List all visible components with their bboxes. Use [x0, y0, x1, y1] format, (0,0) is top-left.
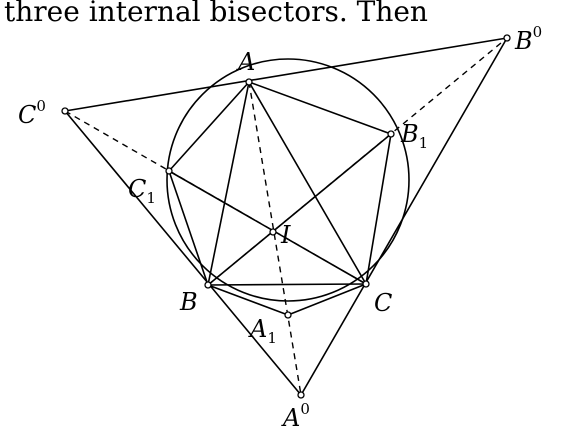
label-i: I — [280, 221, 291, 249]
label-b1: B1 — [400, 120, 428, 152]
triangle-abc — [207, 81, 367, 286]
label-b: B — [179, 288, 198, 316]
label-a: A — [236, 48, 255, 76]
hexagon — [168, 81, 392, 316]
circumcircle — [166, 58, 410, 302]
point-a0 — [297, 391, 305, 399]
seg-b-a1 — [207, 284, 289, 316]
seg-a-c1 — [168, 81, 250, 172]
seg-b1-b — [207, 133, 392, 286]
seg-c1-b — [168, 170, 209, 286]
bisector-b — [207, 37, 508, 286]
label-a0: A0 — [281, 400, 310, 432]
point-b1 — [387, 130, 395, 138]
label-c1: C1 — [128, 175, 156, 207]
point-a — [245, 78, 253, 86]
bisectors — [64, 37, 508, 396]
point-markers — [61, 34, 511, 399]
seg-c-b1 — [365, 133, 392, 285]
side-ab — [207, 81, 250, 286]
label-c: C — [374, 289, 392, 317]
point-b0 — [503, 34, 511, 42]
point-a1 — [284, 311, 292, 319]
seg-a1-c — [287, 283, 367, 316]
caption-text: three internal bisectors. Then — [4, 0, 428, 28]
side-b0-a0 — [300, 37, 508, 396]
label-b0: B0 — [514, 23, 542, 55]
excentral-triangle — [64, 37, 508, 396]
bisector-c — [64, 110, 367, 285]
seg-b1-a — [248, 81, 392, 135]
label-c0: C0 — [18, 97, 46, 129]
side-c0-b0 — [64, 37, 508, 112]
point-b — [204, 281, 212, 289]
side-bc — [207, 283, 367, 286]
point-i — [269, 228, 277, 236]
point-c — [362, 280, 370, 288]
point-c1 — [165, 167, 173, 175]
point-c0 — [61, 107, 69, 115]
label-a1: A1 — [248, 315, 277, 347]
side-ac — [248, 81, 367, 285]
bisector-a — [248, 81, 302, 396]
side-c0-a0 — [64, 110, 302, 396]
triangle-a1b1c1 — [168, 133, 392, 286]
